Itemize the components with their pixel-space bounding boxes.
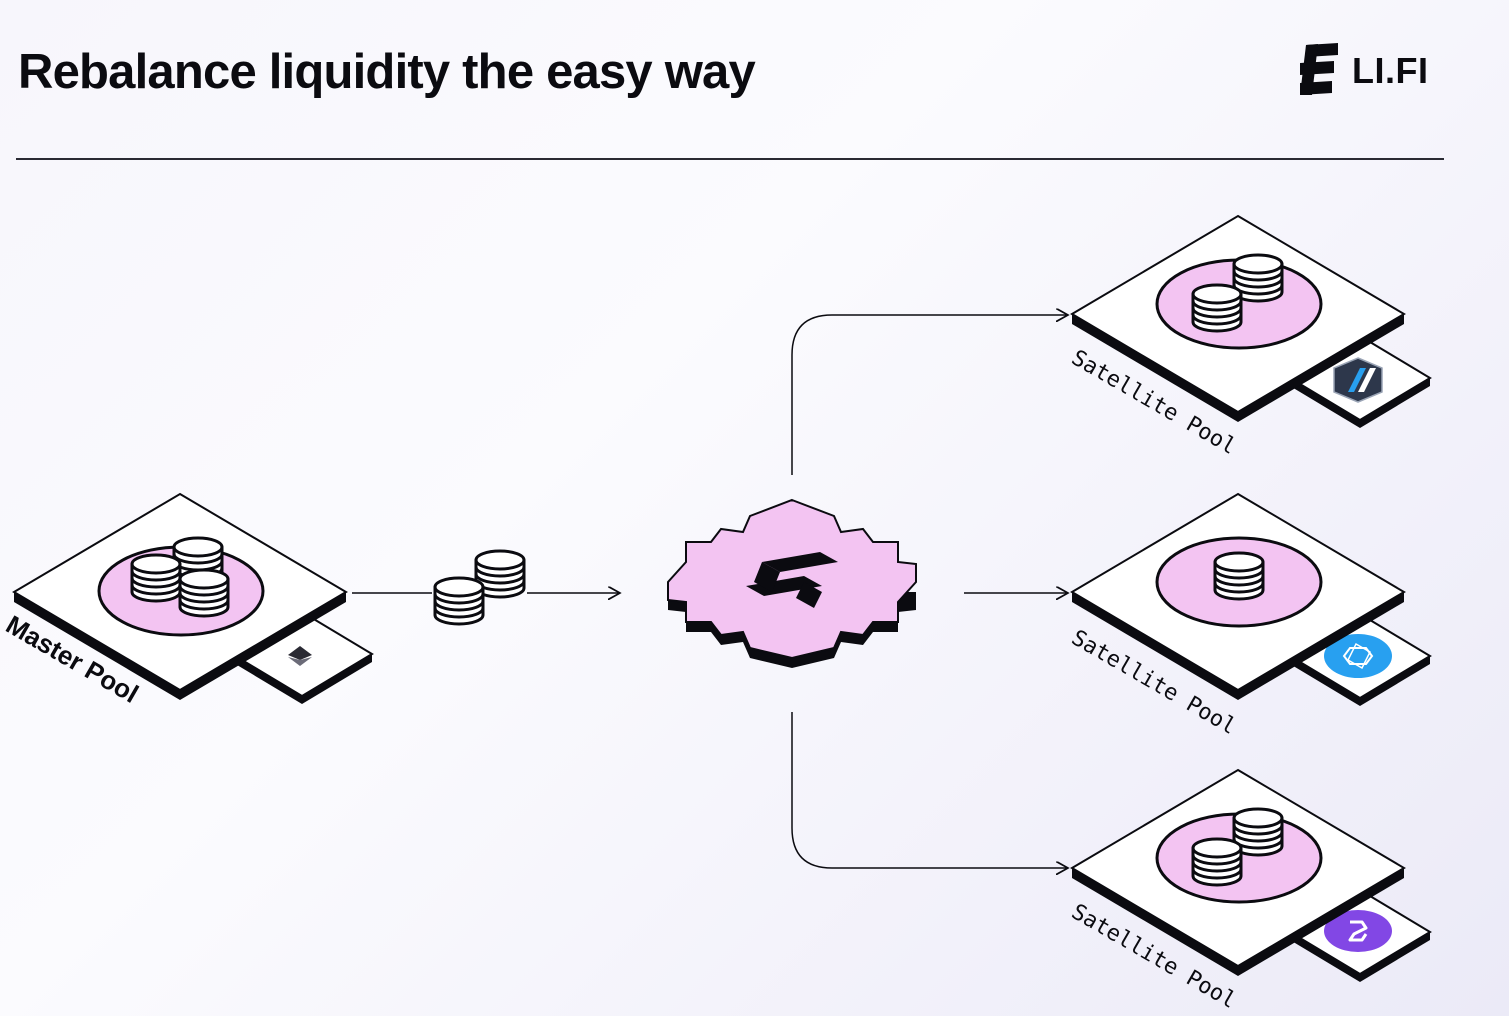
brand-logo: LI.FI — [1298, 42, 1429, 100]
transfer-tokens — [433, 549, 526, 626]
lifi-logo-icon — [1300, 43, 1338, 95]
arbitrum-icon — [1333, 357, 1383, 403]
satellite-pool-2: Satellite Pool — [1067, 492, 1432, 740]
hub-to-satellite-3-arrow — [791, 712, 1068, 868]
lifi-hub — [667, 498, 917, 668]
lifi-logo-icon — [746, 552, 838, 608]
satellite-pool-3: Satellite Pool — [1067, 768, 1432, 1014]
page-title: Rebalance liquidity the easy way — [18, 45, 756, 99]
polygon-icon — [1324, 910, 1392, 952]
ethereum-icon — [288, 646, 312, 666]
brand-name: LI.FI — [1352, 50, 1429, 91]
satellite-pool-1: Satellite Pool — [1067, 214, 1432, 460]
master-pool: Master Pool — [1, 492, 374, 709]
chain-blue-icon — [1324, 634, 1392, 678]
header-divider — [16, 158, 1444, 160]
hub-to-satellite-1-arrow — [791, 315, 1068, 475]
connectors — [352, 315, 1068, 868]
